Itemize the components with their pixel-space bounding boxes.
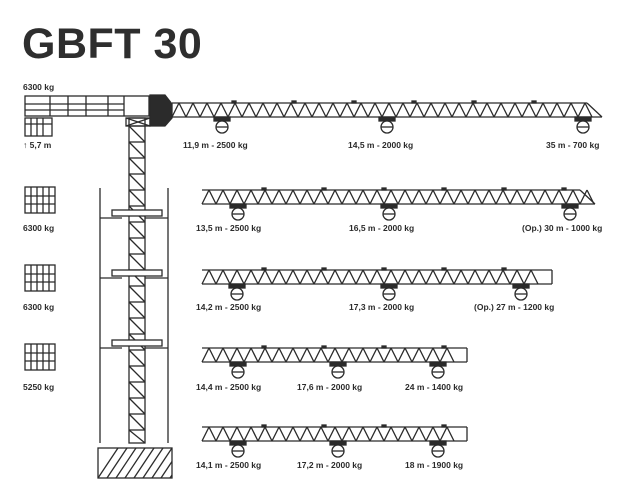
collar-2 [111, 269, 163, 277]
page-title: GBFT 30 [22, 20, 203, 68]
jib-2-load-1: 13,5 m - 2500 kg [196, 223, 262, 233]
jib-4-load-3: 24 m - 1400 kg [405, 382, 464, 392]
jib-3-load-3: (Op.) 27 m - 1200 kg [474, 302, 555, 312]
jib-4-load-2: 17,6 m - 2000 kg [297, 382, 363, 392]
collar-3 [111, 339, 163, 347]
jib-5 [201, 424, 468, 458]
trolley-1 [229, 203, 247, 221]
tower-frame [99, 188, 169, 443]
trolley-1 [229, 361, 247, 379]
jib-1-load-2: 14,5 m - 2000 kg [348, 140, 414, 150]
counter-jib [24, 95, 150, 117]
ballast-base [97, 447, 173, 479]
cab [149, 94, 173, 127]
jib-1-load-3: 35 m - 700 kg [546, 140, 600, 150]
counterweight-block-2 [24, 264, 56, 292]
trolley-2 [380, 203, 398, 221]
counterweight-block-3 [24, 343, 56, 371]
jib-2 [201, 187, 596, 221]
jib-3-load-1: 14,2 m - 2500 kg [196, 302, 262, 312]
counterweight-label-1: 6300 kg [23, 223, 55, 233]
counterweight-label-3: 5250 kg [23, 382, 55, 392]
jib-1-load-1: 11,9 m - 2500 kg [183, 140, 248, 150]
jib-4 [201, 345, 468, 379]
collar-1 [111, 209, 163, 217]
trolley-1 [228, 283, 246, 301]
mast [97, 117, 173, 479]
top-counterweight-block [24, 117, 53, 137]
jib-3 [201, 267, 553, 301]
height-label: ↑ 5,7 m [23, 140, 52, 150]
trolley-3 [512, 283, 530, 301]
trolley-3 [429, 440, 447, 458]
jib-5-load-2: 17,2 m - 2000 kg [297, 460, 363, 470]
trolley-2 [329, 361, 347, 379]
counterweight-label-2: 6300 kg [23, 302, 55, 312]
trolley-1 [229, 440, 247, 458]
trolley-2 [380, 283, 398, 301]
jib-2-load-3: (Op.) 30 m - 1000 kg [522, 223, 603, 233]
jib-5-load-1: 14,1 m - 2500 kg [196, 460, 262, 470]
trolley-2 [329, 440, 347, 458]
jib-3-load-2: 17,3 m - 2000 kg [349, 302, 415, 312]
counterweight-block-1 [24, 186, 56, 214]
jib-4-load-1: 14,4 m - 2500 kg [196, 382, 262, 392]
jib-1 [171, 100, 603, 134]
top-counterweight-label: 6300 kg [23, 82, 55, 92]
jib-5-load-3: 18 m - 1900 kg [405, 460, 464, 470]
trolley-3 [574, 116, 592, 134]
trolley-2 [378, 116, 396, 134]
mast-section [128, 117, 146, 444]
trolley-3 [561, 203, 579, 221]
jib-2-load-2: 16,5 m - 2000 kg [349, 223, 415, 233]
trolley-1 [213, 116, 231, 134]
trolley-3 [429, 361, 447, 379]
